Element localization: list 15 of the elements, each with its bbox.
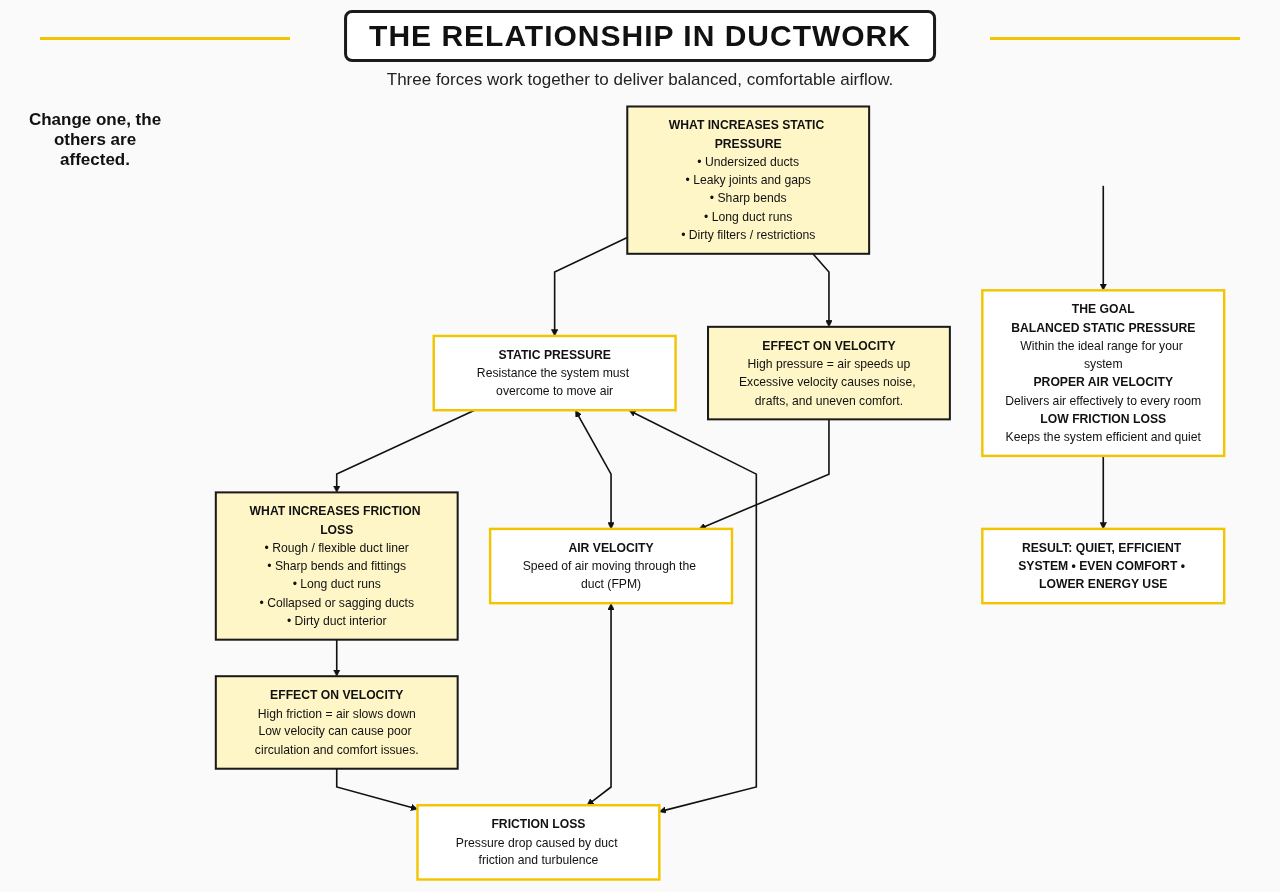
arrow [1099, 185, 1107, 291]
note: Change one, the others are affected. [27, 110, 163, 170]
arrow [586, 603, 615, 806]
node-box: FRICTION LOSS Pressure drop caused by duct friction and turbulence [416, 804, 661, 881]
node-box: EFFECT ON VELOCITY High friction = air slows down Low velocity can cause poor circulation and comfort issues. [214, 675, 459, 770]
node-box: EFFECT ON VELOCITY High pressure = air speeds up Excessive velocity causes noise, drafts, and uneven comfort. [707, 325, 951, 421]
node-box: AIR VELOCITY Speed of air moving through the duct (FPM) [488, 527, 734, 605]
node-box: WHAT INCREASES FRICTION LOSS • Rough / flexible duct liner • Sharp bends and fittings • Long duct runs • Collapsed or sagging ducts • Dirty duct interior [214, 491, 459, 641]
node-box: WHAT INCREASES STATIC PRESSURE • Undersized ducts • Leaky joints and gaps • Sharp bends • Long duct runs • Dirty filters / restrictions [626, 105, 871, 255]
node-box: THE GOAL BALANCED STATIC PRESSURE Within the ideal range for your system PROPER AIR VELOCITY Delivers air effectively to every room LOW FRICTION LOSS Keeps the system efficient and quiet [981, 289, 1226, 458]
node-box: RESULT: QUIET, EFFICIENT SYSTEM • EVEN COMFORT • LOWER ENERGY USE [981, 527, 1226, 605]
arrow [628, 410, 758, 814]
title: THE RELATIONSHIP IN DUCTWORK [344, 10, 936, 62]
subtitle: Three forces work together to deliver balanced, comfortable airflow. [386, 70, 894, 89]
node-box: STATIC PRESSURE Resistance the system must overcome to move air [432, 334, 677, 412]
